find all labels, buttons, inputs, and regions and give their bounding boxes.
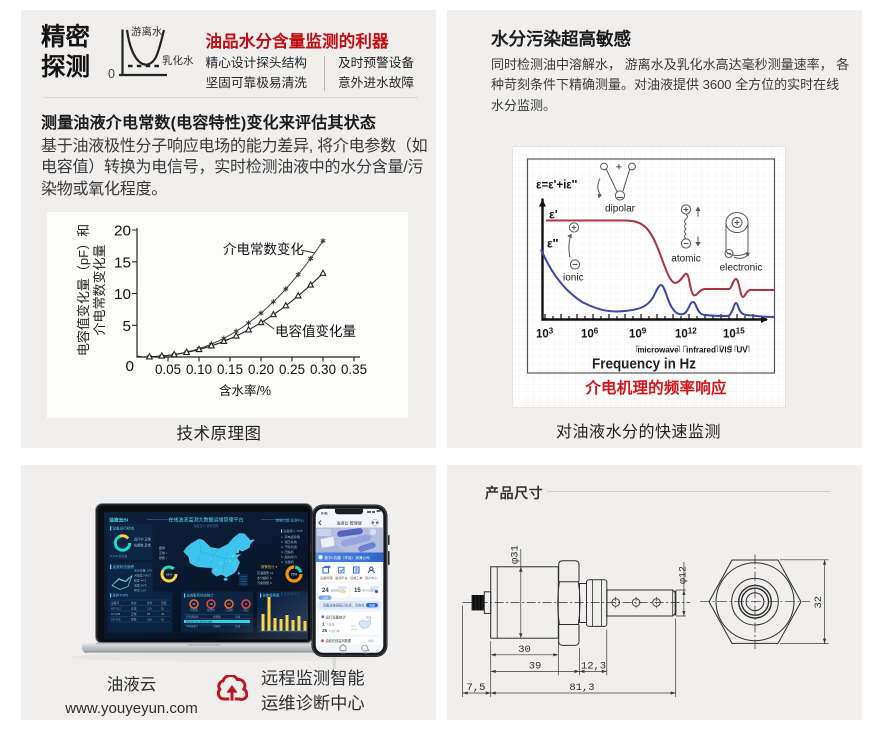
svg-text:10: 10 — [114, 286, 131, 303]
svg-text:乳化水: 乳化水 — [162, 54, 194, 67]
svg-text:81,3: 81,3 — [569, 682, 594, 694]
svg-text:7,5: 7,5 — [467, 682, 486, 694]
svg-text:油液云·管理端: 油液云·管理端 — [336, 520, 361, 526]
svg-text:用户中心: 用户中心 — [365, 575, 377, 580]
svg-text:15: 15 — [354, 588, 361, 594]
svg-text:电容值变化量: 电容值变化量 — [275, 323, 356, 339]
svg-text:0: 0 — [108, 67, 115, 80]
svg-text:运行设备统计: 运行设备统计 — [326, 614, 347, 619]
svg-text:12,3: 12,3 — [581, 660, 606, 672]
svg-text:φ12: φ12 — [679, 566, 690, 584]
svg-text:15: 15 — [114, 254, 131, 271]
svg-text:39: 39 — [529, 660, 542, 672]
svg-text:0.05: 0.05 — [155, 361, 181, 377]
svg-text:0.35: 0.35 — [341, 361, 367, 377]
svg-text:设备管理: 设备管理 — [320, 575, 332, 580]
svg-text:电容值变化量（pF）和: 电容值变化量（pF）和 — [76, 224, 91, 356]
svg-text:25 个运行中: 25 个运行中 — [322, 628, 340, 633]
svg-text:0.25: 0.25 — [279, 361, 305, 377]
svg-text:24: 24 — [322, 588, 329, 594]
svg-text:公告: 公告 — [322, 596, 328, 600]
svg-text:介电常数变化量: 介电常数变化量 — [92, 244, 107, 335]
svg-text:介电机理的频率响应: 介电机理的频率响应 — [584, 378, 727, 397]
svg-text:Frequency in Hz: Frequency in Hz — [592, 357, 696, 373]
svg-text:更多 ›: 更多 › — [366, 615, 373, 619]
svg-text:油液在线监测数据: 油液在线监测数据 — [326, 638, 352, 643]
svg-text:atomic: atomic — [671, 254, 700, 265]
svg-text:0.30: 0.30 — [310, 361, 336, 377]
svg-text:0.20: 0.20 — [248, 361, 274, 377]
svg-text:ε=ε'+iε'': ε=ε'+iε'' — [536, 180, 577, 192]
svg-text:ε'': ε'' — [547, 237, 559, 251]
svg-text:游离水: 游离水 — [131, 25, 163, 38]
svg-text:20: 20 — [114, 223, 131, 240]
svg-text:infrared: infrared — [686, 346, 716, 355]
svg-text:30: 30 — [518, 644, 531, 656]
svg-text:32: 32 — [813, 596, 825, 609]
svg-text:详情 ›: 详情 › — [368, 639, 375, 643]
svg-text:0: 0 — [126, 358, 135, 375]
svg-text:9:41: 9:41 — [321, 512, 328, 516]
svg-text:运维工单: 运维工单 — [350, 575, 362, 580]
svg-text:监测平台: 监测平台 — [335, 575, 347, 580]
svg-text:设备运维周报已生成，请查收: 设备运维周报已生成，请查收 — [323, 602, 365, 607]
svg-text:含水率/%: 含水率/% — [219, 383, 271, 398]
svg-text:1 个离线: 1 个离线 — [322, 621, 334, 626]
svg-text:ε': ε' — [549, 208, 558, 222]
svg-text:首页: 首页 — [341, 651, 346, 655]
svg-text:条今日报警: 条今日报警 — [363, 589, 377, 593]
svg-text:dipolar: dipolar — [605, 204, 636, 215]
svg-text:查看: 查看 — [369, 603, 375, 607]
svg-text:0.15: 0.15 — [217, 361, 243, 377]
svg-text:5: 5 — [123, 318, 132, 335]
svg-text:台在线设备: 台在线设备 — [331, 589, 345, 593]
svg-text:+: + — [616, 162, 622, 174]
svg-text:φ31: φ31 — [510, 545, 522, 564]
svg-text:消息: 消息 — [363, 651, 368, 655]
svg-text:介电常数变化: 介电常数变化 — [223, 242, 304, 257]
svg-text:数字L抗磨（环保）润滑公司: 数字L抗磨（环保）润滑公司 — [325, 555, 371, 560]
svg-text:0.10: 0.10 — [186, 361, 212, 377]
svg-text:VIS: VIS — [719, 346, 733, 355]
svg-text:UV: UV — [736, 346, 748, 355]
svg-text:microwave: microwave — [637, 346, 679, 355]
svg-text:electronic: electronic — [720, 263, 763, 274]
svg-text:ionic: ionic — [563, 273, 584, 284]
